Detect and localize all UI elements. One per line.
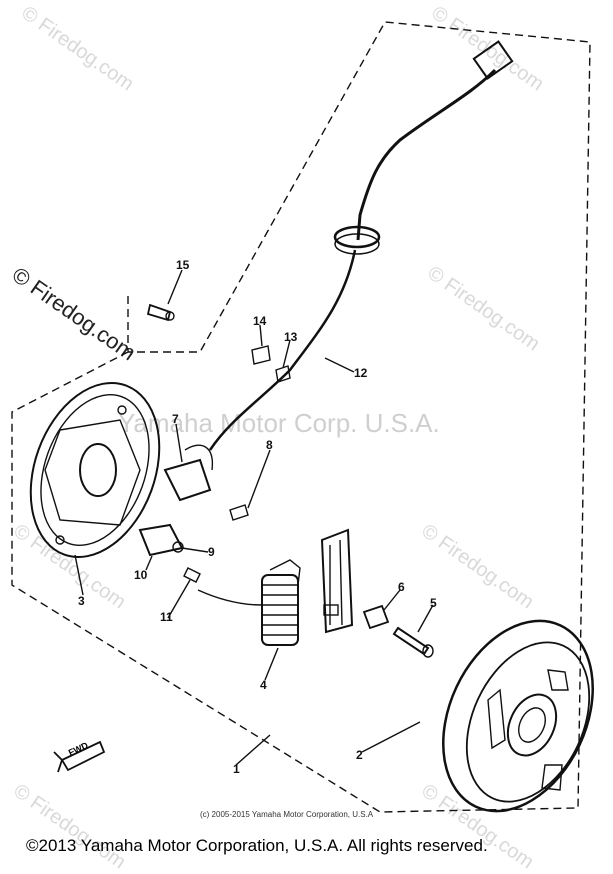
footer-copyright: ©2013 Yamaha Motor Corporation, U.S.A. A… [26,836,488,855]
callout-10: 10 [134,568,148,582]
callout-3: 3 [78,594,85,608]
stator-plate [29,381,161,559]
contact-breaker [163,444,214,502]
lighting-coil [197,559,301,646]
small-copyright: (c) 2005-2015 Yamaha Motor Corporation, … [200,810,374,819]
screw-8 [229,504,249,521]
coil-bracket [320,528,354,634]
callout-5: 5 [430,596,437,610]
callout-1: 1 [233,762,240,776]
watermark-yamaha: Yamaha Motor Corp. U.S.A. [118,408,440,438]
clip-6 [362,604,390,630]
callout-6: 6 [398,580,405,594]
callout-4: 4 [260,678,267,692]
bolt-15 [146,303,175,322]
dashed-enclosure [11,21,591,813]
clamp-13 [275,365,291,383]
screw-11 [183,567,201,583]
fwd-arrow [53,740,106,773]
clamp-14 [251,345,271,365]
cable-lower [208,249,357,451]
connector [472,40,514,80]
callout-9: 9 [208,545,215,559]
condenser-assembly [138,523,184,557]
callout-14: 14 [253,314,267,328]
callout-15: 15 [176,258,190,272]
cable [356,68,497,241]
rotor [442,619,594,813]
callout-8: 8 [266,438,273,452]
callout-2: 2 [356,748,363,762]
callout-11: 11 [160,610,173,624]
callout-7: 7 [172,412,179,426]
callout-12: 12 [354,366,368,380]
grommet [333,225,381,249]
bolt-5 [392,626,434,658]
callout-13: 13 [284,330,298,344]
